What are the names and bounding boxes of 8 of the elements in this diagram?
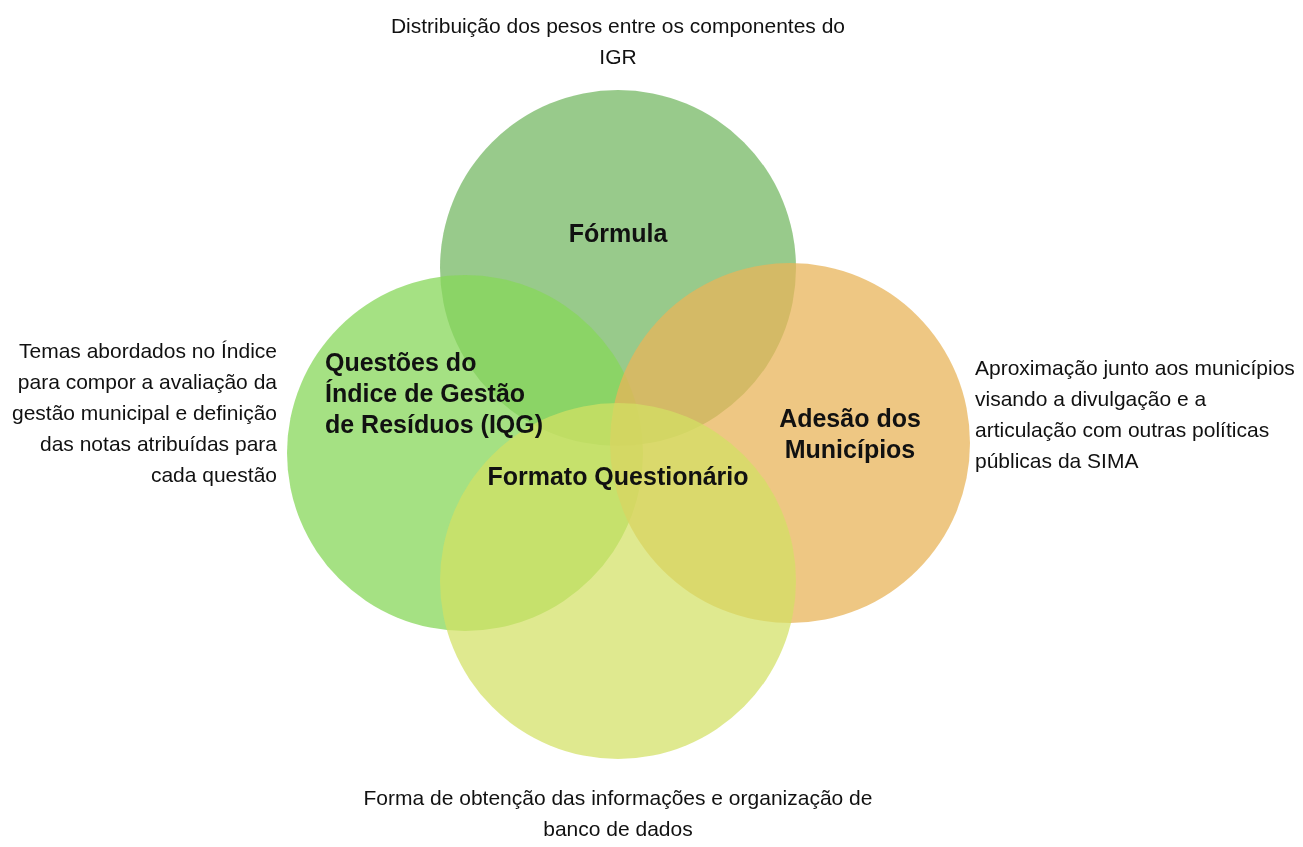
description-text: Temas abordados no Índice para compor a avaliação da gestão municipal e definição das notas atribuídas para cada questão: [11, 338, 277, 488]
circle-label: Formato Questionário: [486, 461, 750, 492]
description-text: Forma de obtenção das informações e organização de banco de dados: [362, 785, 874, 842]
description-text: Distribuição dos pesos entre os componentes do IGR: [389, 13, 847, 70]
circle-label: Adesão dos Municípios: [778, 403, 922, 465]
circle-label: Questões do Índice de Gestão de Resíduos (IQG): [325, 347, 545, 440]
circle-label: Fórmula: [567, 218, 669, 249]
description-text: Aproximação junto aos municípios visando a divulgação e a articulação com outras políticas públicas da SIMA: [975, 355, 1296, 474]
